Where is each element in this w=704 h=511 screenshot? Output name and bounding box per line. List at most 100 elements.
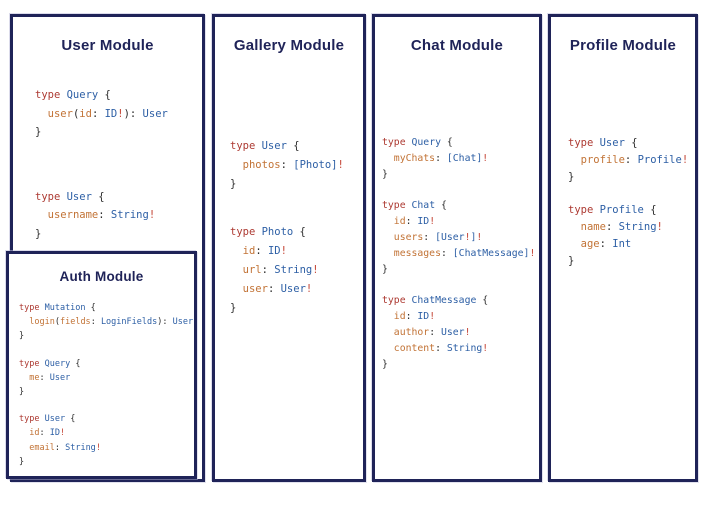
code-token: }: [230, 178, 237, 190]
code-line: type Query {: [382, 135, 539, 151]
code-token: :: [605, 221, 619, 233]
code-token: me: [29, 372, 40, 383]
code-line: user(id: ID!): User: [35, 105, 202, 124]
code-token: {: [482, 295, 489, 306]
auth-module-title: Auth Module: [59, 269, 144, 284]
code-token: Chat: [411, 200, 441, 211]
code-line: name: String!: [568, 219, 695, 236]
code-token: [382, 153, 394, 164]
code-line: id: ID!: [19, 426, 194, 440]
code-token: [230, 159, 243, 171]
code-line: id: ID!: [382, 214, 539, 230]
code-line: type Profile {: [568, 202, 695, 219]
code-block: type User { id: ID! email: String!}: [19, 412, 194, 469]
code-token: id: [393, 216, 406, 227]
code-token: ID: [417, 311, 430, 322]
code-line: }: [19, 329, 194, 343]
code-token: :: [39, 428, 50, 439]
code-token: type: [35, 190, 67, 203]
code-token: Profile: [599, 204, 651, 216]
code-token: :: [440, 248, 453, 259]
code-token: (: [54, 317, 60, 328]
code-token: login: [29, 317, 55, 328]
code-token: User: [66, 190, 99, 203]
code-token: [230, 245, 243, 257]
code-token: [382, 327, 394, 338]
code-token: !: [476, 232, 483, 243]
code-token: {: [441, 200, 447, 211]
code-line: }: [568, 169, 695, 186]
code-token: Int: [612, 238, 632, 250]
code-token: profile: [580, 154, 625, 166]
code-line: photos: [Photo]!: [230, 156, 363, 175]
code-block: type Query { me: User}: [19, 357, 194, 400]
code-token: {: [293, 140, 300, 152]
code-token: id: [29, 428, 40, 439]
code-token: {: [90, 303, 96, 313]
code-line: type Mutation {: [19, 301, 194, 315]
code-token: String: [618, 221, 657, 233]
code-line: }: [568, 253, 695, 270]
code-token: :: [624, 154, 638, 166]
code-token: }: [382, 359, 388, 370]
code-token: {: [631, 137, 638, 149]
gallery-module-panel: Gallery Module type User { photos: [Phot…: [212, 14, 366, 482]
code-token: ID: [267, 245, 281, 257]
code-line: }: [19, 385, 194, 399]
code-token: :: [405, 216, 418, 227]
code-token: {: [299, 226, 306, 238]
code-token: [ChatMessage]: [452, 248, 530, 259]
code-token: :: [267, 283, 281, 295]
code-line: }: [230, 299, 363, 318]
chat-module-code: type Query { myChats: [Chat]!}type Chat …: [375, 135, 539, 373]
code-token: users: [393, 232, 424, 243]
code-token: :: [54, 442, 66, 453]
code-token: messages: [393, 248, 441, 259]
code-token: user: [47, 107, 73, 120]
code-token: !: [482, 153, 489, 164]
code-line: email: String!: [19, 441, 194, 455]
code-token: ):: [123, 107, 143, 120]
code-line: }: [35, 123, 202, 142]
code-token: :: [91, 107, 105, 120]
code-token: id: [393, 311, 406, 322]
code-token: !: [280, 245, 287, 257]
profile-module-title: Profile Module: [569, 37, 677, 54]
code-token: }: [382, 169, 388, 180]
code-token: user: [242, 283, 268, 295]
code-token: User: [172, 317, 194, 328]
code-token: [382, 343, 394, 354]
code-line: }: [382, 262, 539, 278]
code-line: content: String!: [382, 341, 539, 357]
code-line: type User {: [19, 412, 194, 426]
code-token: Profile: [637, 154, 682, 166]
code-token: :: [90, 317, 101, 328]
code-token: [Chat]: [446, 153, 483, 164]
code-block: type Photo { id: ID! url: String! user: …: [230, 223, 363, 318]
code-token: id: [242, 245, 256, 257]
code-line: type Query {: [19, 357, 194, 371]
code-line: url: String!: [230, 261, 363, 280]
code-token: !: [337, 159, 344, 171]
code-line: type ChatMessage {: [382, 293, 539, 309]
code-token: !: [529, 248, 536, 259]
code-token: !: [312, 264, 319, 276]
code-token: {: [104, 89, 111, 101]
code-token: [382, 248, 394, 259]
code-line: user: User!: [230, 280, 363, 299]
code-token: [19, 373, 29, 383]
code-token: !: [305, 283, 313, 295]
code-token: name: [580, 221, 606, 233]
code-line: username: String!: [35, 206, 202, 225]
code-token: :: [405, 311, 418, 322]
code-block: type Chat { id: ID! users: [User!]! mess…: [382, 198, 539, 278]
code-token: !: [60, 428, 66, 439]
code-token: id: [79, 107, 92, 120]
code-block: type Profile { name: String! age: Int}: [568, 202, 695, 270]
code-token: }: [568, 171, 575, 183]
code-token: type: [19, 358, 45, 369]
code-token: :: [599, 238, 613, 250]
code-token: email: [29, 442, 55, 453]
code-token: String: [65, 442, 96, 453]
code-token: !: [95, 442, 101, 453]
